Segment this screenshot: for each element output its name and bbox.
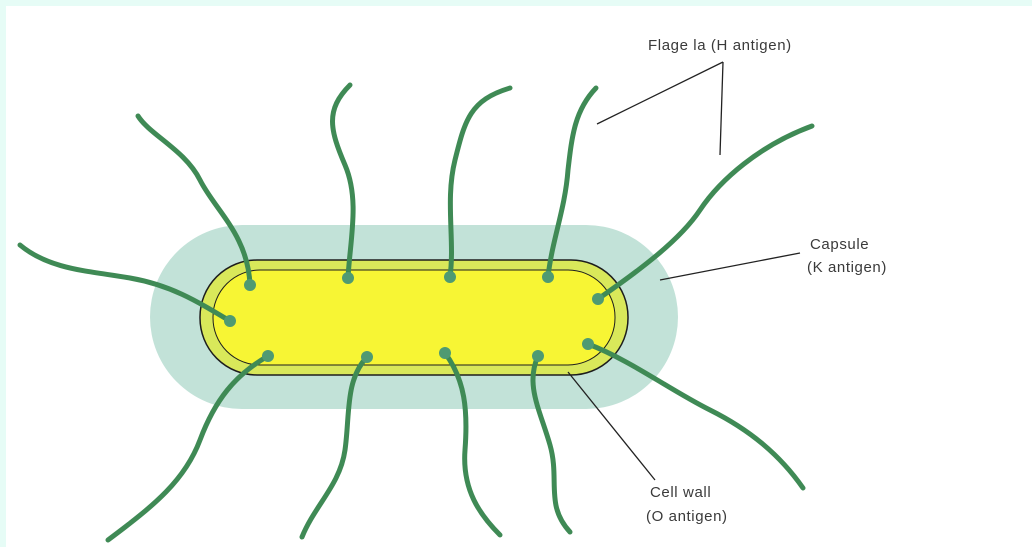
flagella-label: Flage la (H antigen) — [648, 37, 792, 54]
flagellum-base — [532, 350, 544, 362]
capsule-label: Capsule — [810, 236, 869, 253]
flagellum-base — [592, 293, 604, 305]
flagellum-base — [444, 271, 456, 283]
flagellum-base — [582, 338, 594, 350]
flagellum-base — [361, 351, 373, 363]
flagella-leader — [597, 62, 723, 124]
flagellum-base — [244, 279, 256, 291]
flagella-leader — [720, 62, 723, 155]
cellwall-label-antigen: (O antigen) — [646, 508, 728, 525]
flagellum-base — [439, 347, 451, 359]
capsule-label-antigen: (K antigen) — [807, 259, 887, 276]
capsule-leader — [660, 253, 800, 280]
cellwall-label: Cell wall — [650, 484, 711, 501]
flagellum-base — [224, 315, 236, 327]
flagellum — [598, 126, 812, 299]
flagellum-base — [342, 272, 354, 284]
flagellum-base — [262, 350, 274, 362]
flagellum-base — [542, 271, 554, 283]
cytoplasm — [213, 270, 615, 365]
